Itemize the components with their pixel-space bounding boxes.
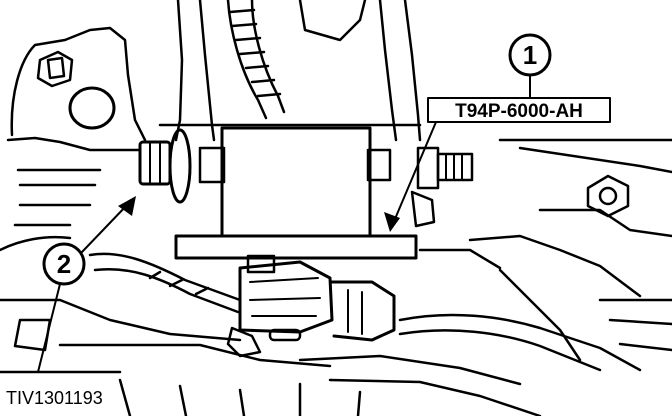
- engine-mount-body: [174, 126, 418, 260]
- callout-2-leader-bolt: [81, 203, 129, 253]
- left-engine-block: [0, 26, 147, 252]
- tool-label-box: [427, 97, 611, 123]
- left-mount-bolt: [138, 128, 192, 204]
- right-mount-stud: [410, 146, 474, 228]
- connector-wiring: [88, 252, 642, 372]
- callout-2-leader-lower: [37, 283, 61, 373]
- right-engine-section: [418, 138, 672, 362]
- tool-label-arrow: [391, 121, 437, 227]
- callout-2-arrowhead: [118, 196, 136, 216]
- lower-engine-structure: [0, 298, 542, 416]
- callout-2-circle: [42, 242, 86, 286]
- tool-label-text: T94P-6000-AH: [455, 101, 583, 122]
- figure-id: TIV1301193: [6, 388, 103, 408]
- callout-2-number: 2: [57, 249, 71, 279]
- upper-left-bolt: [36, 50, 74, 88]
- electrical-connector: [226, 254, 396, 358]
- callout-1-number: 1: [523, 40, 537, 70]
- callout-1-circle: [508, 33, 552, 77]
- mount-bracket: [158, 0, 422, 142]
- top-wiring-harness: [226, 0, 286, 120]
- tool-label-arrowhead: [384, 212, 400, 232]
